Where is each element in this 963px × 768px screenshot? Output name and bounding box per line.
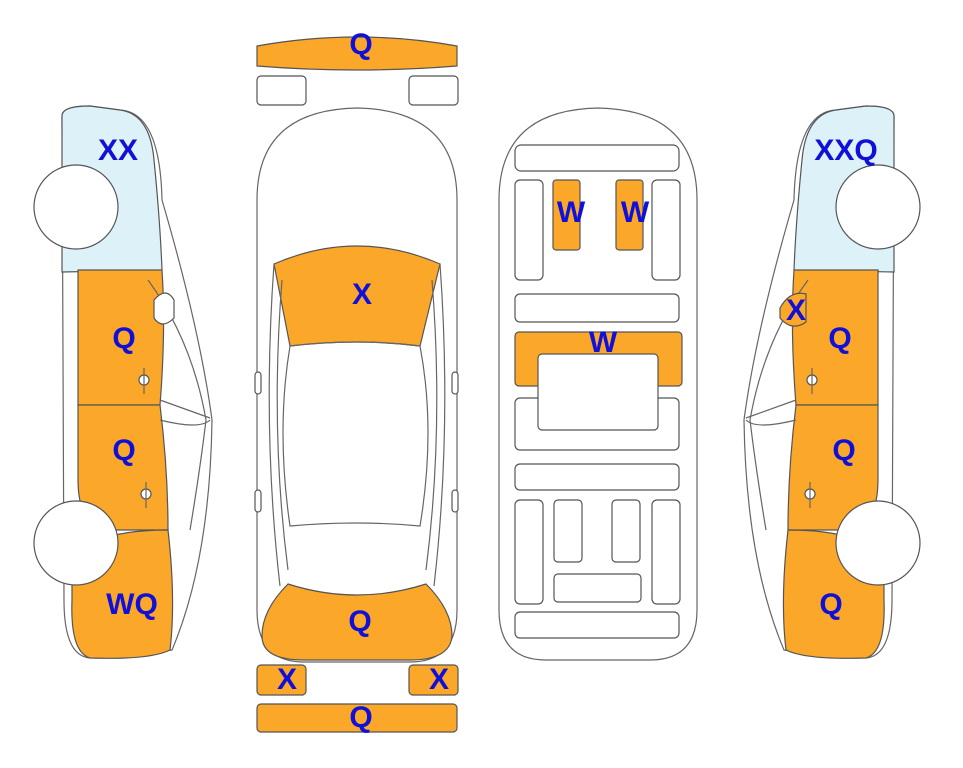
front-right-light [408,75,459,106]
rear-right-cushion [611,499,641,563]
cabin-outline [282,341,429,527]
right-front-tire [835,164,921,250]
rear-left-light-panel[interactable] [256,664,307,696]
right-mirror-label: X [786,294,806,327]
right-side-view: XXQ X Q Q Q [743,105,921,659]
rear-bench-label: W [589,326,618,359]
right-rear-tire [835,500,921,586]
trunk-lid-label: Q [348,605,371,638]
rear-shelf-block [553,573,642,603]
left-front-tire [33,164,119,250]
left-front-pad [514,179,544,281]
left-side-view: XX Q Q WQ [33,105,213,659]
right-quarter-label: Q [819,588,842,621]
dashboard-block [514,144,680,172]
rear-right-light-label: X [429,663,449,696]
trunk-lid-panel[interactable] [261,583,453,661]
left-inner-line [276,279,289,571]
top-view: Q X Q X X Q [254,28,459,734]
front-left-light [256,75,307,106]
right-rear-handle-icon [804,482,816,508]
center-tunnel-block [537,353,659,431]
left-rear-tire [33,500,119,586]
left-quarter-label: WQ [106,588,158,621]
right-mirror-top [451,371,459,395]
right-handle-top [451,489,459,513]
right-pillar-line-2 [745,419,797,426]
console-block [514,293,680,323]
right-fender-label: XXQ [814,134,877,167]
hood-label: X [352,278,372,311]
seat-front-right-label: W [621,196,650,229]
left-rear-door-label: Q [112,434,135,467]
left-rear-pad [514,499,544,605]
left-rear-handle-icon [140,482,152,508]
left-fender-label: XX [98,134,138,167]
interior-view: W W W [498,107,698,661]
top-view-body-outline [256,107,458,663]
left-front-door-label: Q [112,322,135,355]
right-sill-line [745,399,797,419]
seat-front-left-panel[interactable] [552,179,581,251]
left-pillar-line [268,263,281,587]
rear-bumper-label: Q [349,701,372,734]
right-front-door-label: Q [828,322,851,355]
right-rear-door-label: Q [832,434,855,467]
right-inner-line [425,279,438,571]
left-pillar-line-2 [159,419,211,426]
left-sill-line [159,399,211,419]
seat-front-right-panel[interactable] [615,179,644,251]
rear-seat-back [514,463,680,491]
left-mirror [153,292,175,325]
left-front-handle-icon [138,368,150,394]
rear-bumper-panel[interactable] [256,703,458,733]
right-mirror-panel[interactable] [779,292,807,327]
rear-left-light-label: X [277,663,297,696]
interior-outline [498,107,698,661]
right-rear-pad [651,499,681,605]
seat-front-left-label: W [557,196,586,229]
left-handle-top [254,489,262,513]
right-front-pad [651,179,681,281]
rear-right-light-panel[interactable] [408,664,459,696]
front-bumper-label: Q [349,28,372,61]
right-front-handle-icon [806,368,818,394]
right-pillar-line [433,263,446,587]
rear-left-cushion [553,499,583,563]
left-mirror-top [254,371,262,395]
front-bumper-panel[interactable] [256,36,458,71]
trunk-floor-block [514,611,680,639]
